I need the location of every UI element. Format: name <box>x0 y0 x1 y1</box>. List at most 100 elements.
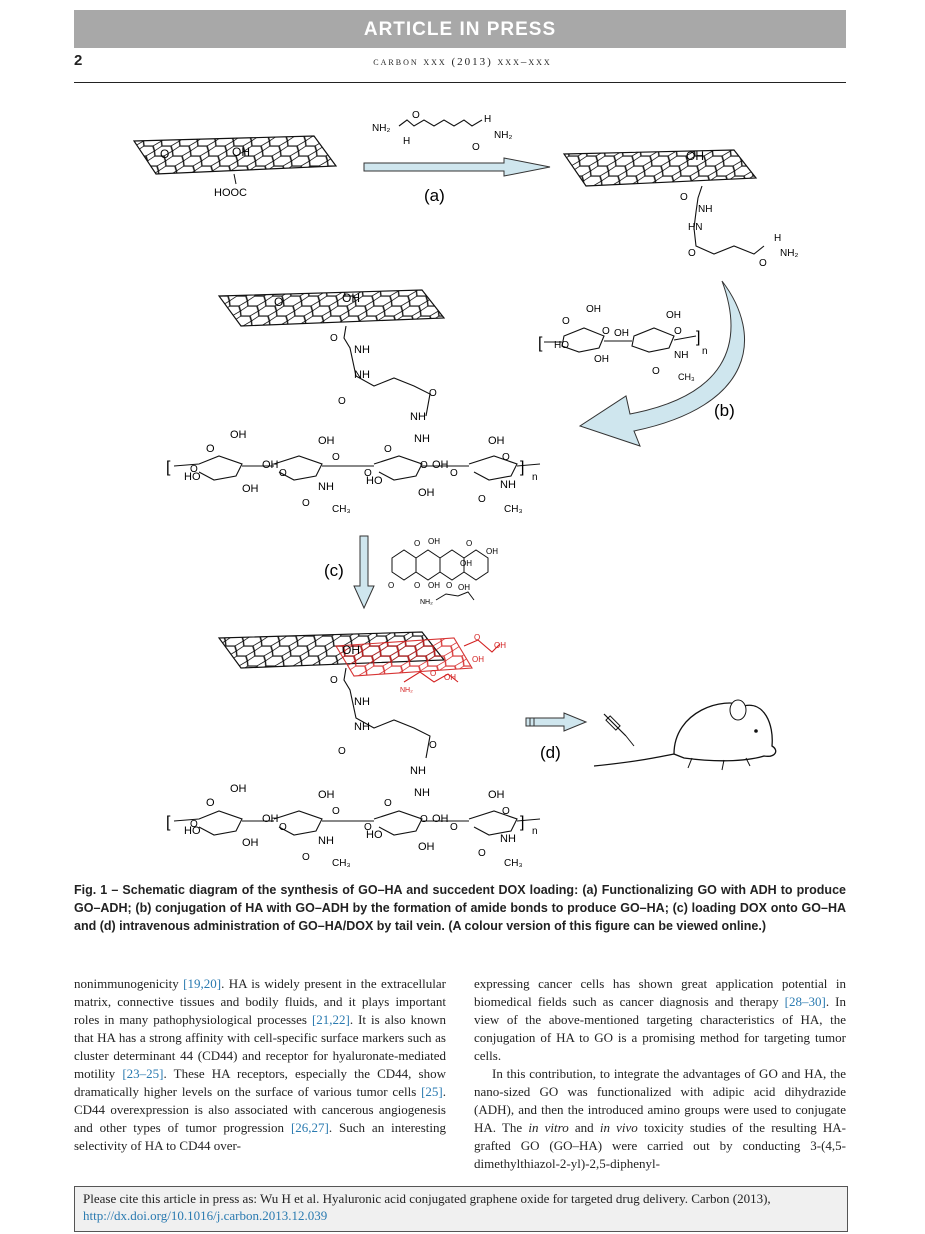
chem-label: O <box>759 258 767 269</box>
text-run: . Such an interesting selectivity of HA … <box>74 1120 446 1153</box>
chem-label: O <box>332 452 340 463</box>
chem-label: O <box>412 110 420 121</box>
figure-caption: Fig. 1 – Schematic diagram of the synthe… <box>74 881 846 935</box>
chem-label: OH <box>666 310 681 321</box>
chem-label: n <box>702 346 708 357</box>
doi-link[interactable]: http://dx.doi.org/10.1016/j.carbon.2013.… <box>83 1208 328 1223</box>
chem-label: CH₃ <box>504 858 523 869</box>
caption-text: Schematic diagram of the synthesis of GO… <box>74 883 846 933</box>
chem-label: O <box>414 581 420 590</box>
italic-term: in vivo <box>599 1120 638 1135</box>
chem-label: NH <box>500 833 516 845</box>
chem-label: OH <box>472 655 484 664</box>
chem-label: OH <box>488 435 505 447</box>
body-column-right: expressing cancer cells has shown great … <box>474 975 846 1173</box>
chem-label: OH <box>486 547 498 556</box>
go-ha-structure: O OH O NH NH O O NH NH [ ] n OH O O HO O… <box>166 289 541 515</box>
journal-header: carbon xxx (2013) xxx–xxx <box>373 56 552 68</box>
reference-link[interactable]: [26,27] <box>290 1120 329 1135</box>
chem-label: O <box>332 806 340 817</box>
arrow-c <box>353 535 375 610</box>
chem-label: NH <box>318 835 334 847</box>
chem-label: NH <box>354 696 370 708</box>
page-number: 2 <box>74 52 83 69</box>
chem-label: O <box>302 852 310 863</box>
chem-label: O <box>414 539 420 548</box>
chem-label: O <box>160 147 169 161</box>
text-run: . HA is widely present in the extracellu… <box>74 976 446 1027</box>
chem-label: OH <box>418 841 435 853</box>
text-run: . These HA receptors, especially the CD4… <box>74 1066 447 1099</box>
reference-link[interactable]: [25] <box>421 1084 443 1099</box>
italic-term: in vitro <box>528 1120 569 1135</box>
chem-label: O <box>602 326 610 337</box>
chem-label: O <box>450 468 458 479</box>
chem-label: NH <box>410 411 426 423</box>
chem-label: O <box>364 468 372 479</box>
paragraph: expressing cancer cells has shown great … <box>474 975 846 1065</box>
chem-label: O <box>384 798 392 809</box>
chem-label: O <box>420 814 428 825</box>
synthesis-scheme-figure: O OH HOOC NH₂ O H O H NH₂ (a) OH O NH HN… <box>74 86 846 876</box>
mouse-illustration <box>593 699 777 771</box>
reference-link[interactable]: [23–25] <box>122 1066 164 1081</box>
body-column-left: nonimmunogenicity [19,20]. HA is widely … <box>74 975 446 1155</box>
chem-label: NH₂ <box>372 123 390 134</box>
chem-label: [ <box>538 335 543 352</box>
chem-label: OH <box>686 149 704 163</box>
chem-label: O <box>338 746 346 757</box>
text-run: . CD44 overexpression is also associated… <box>74 1084 446 1135</box>
chem-label: OH <box>586 304 601 315</box>
chem-label: CH₃ <box>332 504 351 515</box>
chem-label: NH <box>354 721 370 733</box>
go-sheet-1: O OH HOOC <box>132 135 338 199</box>
chem-label: CH₃ <box>678 372 695 382</box>
paragraph: In this contribution, to integrate the a… <box>474 1065 846 1173</box>
text-run: . It is also known that HA has a strong … <box>74 1012 446 1081</box>
chem-label: NH <box>674 350 688 361</box>
chem-label: O <box>190 464 198 475</box>
chem-label: [ <box>166 814 171 831</box>
chem-label: OH <box>458 583 470 592</box>
chem-label: HO <box>554 340 569 351</box>
chem-label: OH <box>342 643 360 657</box>
citation-box: Please cite this article in press as: Wu… <box>74 1186 848 1232</box>
chem-label: n <box>532 826 538 837</box>
chem-label: NH₂ <box>494 130 512 141</box>
ha-reagent: [ ] n OH O O HO OH OH OH O NH O CH₃ <box>538 304 708 382</box>
chem-label: HO <box>366 475 383 487</box>
chem-label: O <box>190 819 198 830</box>
arrow-d <box>525 712 588 732</box>
reference-link[interactable]: [21,22] <box>311 1012 350 1027</box>
chem-label: H <box>774 233 781 244</box>
step-d-label: (d) <box>540 743 561 762</box>
chem-label: OH <box>432 813 449 825</box>
chem-label: O <box>429 388 437 399</box>
chem-label: OH <box>494 641 506 650</box>
arrow-b <box>578 280 745 447</box>
step-a-label: (a) <box>424 186 445 205</box>
chem-label: O <box>429 740 437 751</box>
reference-link[interactable]: [19,20] <box>183 976 222 991</box>
chem-label: O <box>472 142 480 153</box>
chem-label: O <box>279 468 287 479</box>
chem-label: OH <box>428 581 440 590</box>
chem-label: OH <box>318 435 335 447</box>
chem-label: [ <box>166 459 171 476</box>
chem-label: O <box>562 316 570 327</box>
reference-link[interactable]: [28–30] <box>784 994 826 1009</box>
text-run: In this contribution, to integrate the a… <box>474 1066 846 1135</box>
chem-label: ] <box>520 459 524 476</box>
chem-label: OH <box>230 783 247 795</box>
text-run: . In view of the above-mentioned targeti… <box>474 994 846 1063</box>
chem-label: NH <box>354 344 370 356</box>
chem-label: OH <box>432 459 449 471</box>
chem-label: OH <box>444 673 456 682</box>
step-b-label: (b) <box>714 401 735 420</box>
text-run: expressing cancer cells has shown great … <box>474 976 846 1009</box>
chem-label: O <box>302 498 310 509</box>
chem-label: HO <box>366 829 383 841</box>
citation-text: Please cite this article in press as: Wu… <box>83 1191 771 1206</box>
chem-label: HOOC <box>214 187 247 199</box>
text-run: nonimmunogenicity <box>74 976 184 991</box>
